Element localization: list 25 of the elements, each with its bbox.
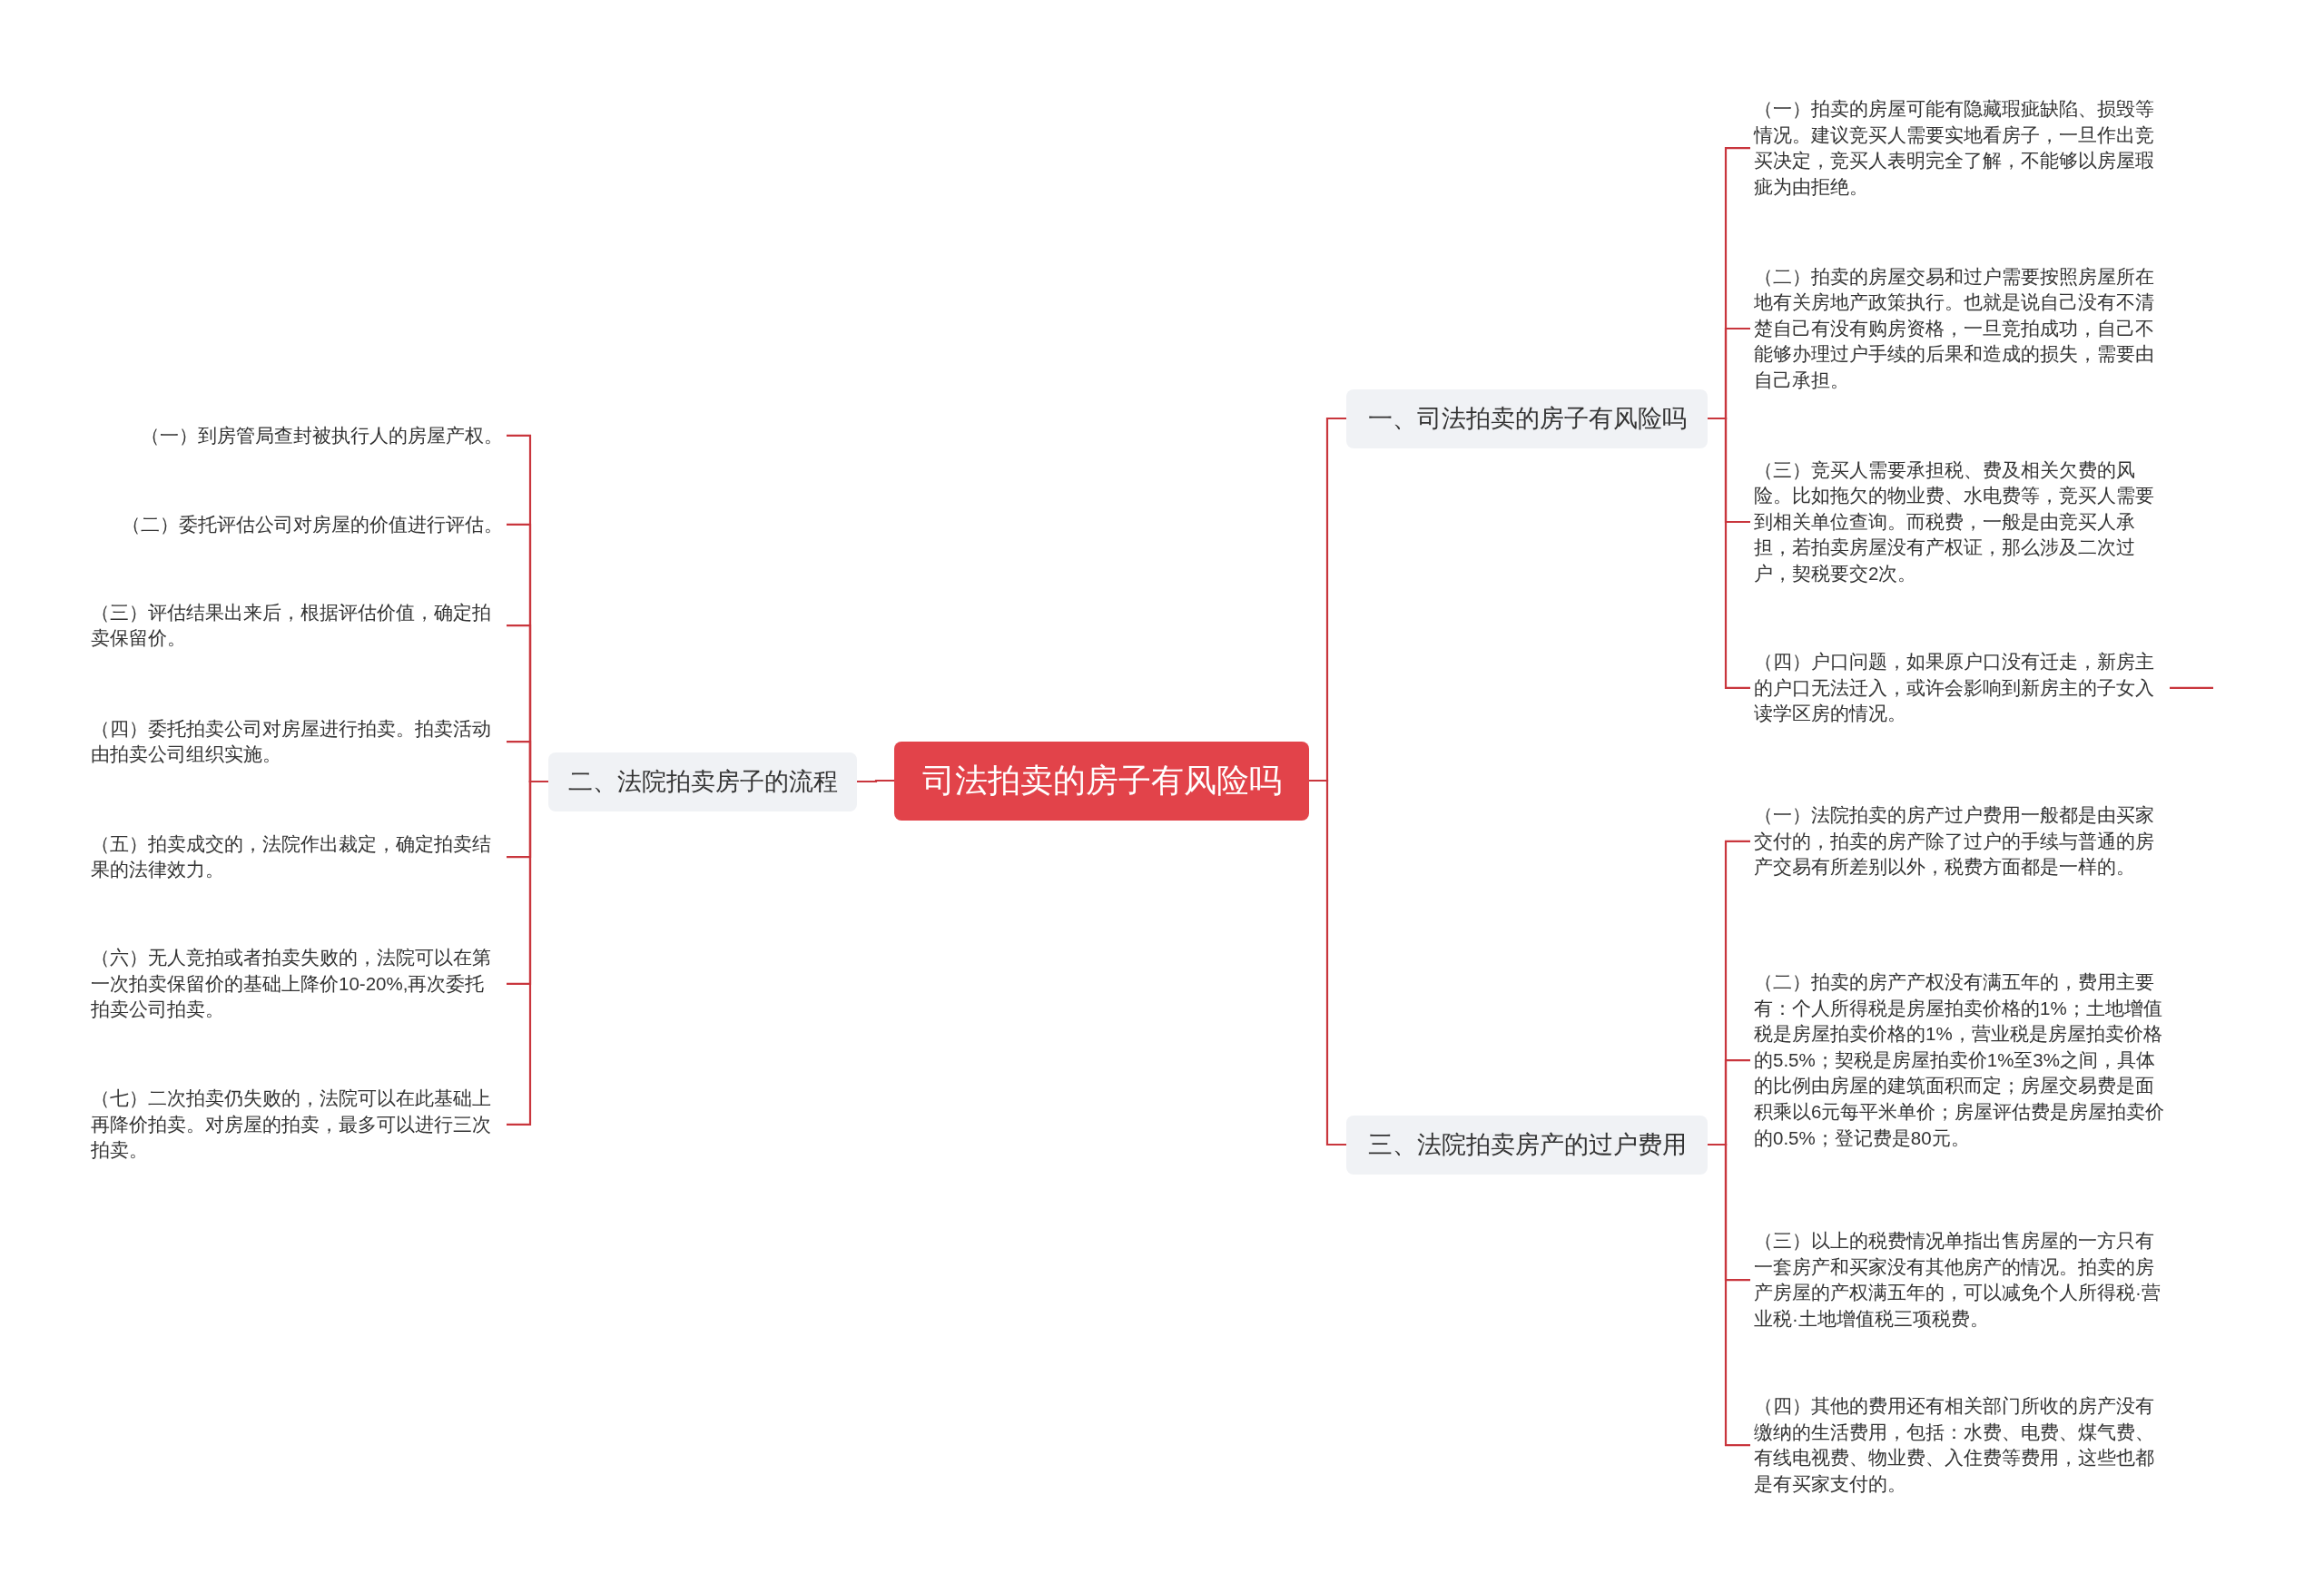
leaf-topic: （三）评估结果出来后，根据评估价值，确定拍卖保留价。 <box>87 599 507 652</box>
leaf-topic: （七）二次拍卖仍失败的，法院可以在此基础上再降价拍卖。对房屋的拍卖，最多可以进行三次拍卖。 <box>87 1086 507 1164</box>
leaf-topic: （四）委托拍卖公司对房屋进行拍卖。拍卖活动由拍卖公司组织实施。 <box>87 715 507 768</box>
leaf-topic: （一）法院拍卖的房产过户费用一般都是由买家交付的，拍卖的房产除了过户的手续与普通的房产交易有所差别以外，税费方面都是一样的。 <box>1750 802 2170 880</box>
branch-topic: 三、法院拍卖房产的过户费用 <box>1346 1115 1708 1175</box>
leaf-topic: （四）其他的费用还有相关部门所收的房产没有缴纳的生活费用，包括：水费、电费、煤气费、有线电视费、物业费、入住费等费用，这些也都是有买家支付的。 <box>1750 1393 2170 1498</box>
leaf-topic: （三）以上的税费情况单指出售房屋的一方只有一套房产和买家没有其他房产的情况。拍卖的房产房屋的产权满五年的，可以减免个人所得税·营业税·土地增值税三项税费。 <box>1750 1228 2170 1332</box>
branch-topic: 二、法院拍卖房子的流程 <box>548 752 857 811</box>
central-topic: 司法拍卖的房子有风险吗 <box>894 741 1309 821</box>
leaf-topic: （二）拍卖的房屋交易和过户需要按照房屋所在地有关房地产政策执行。也就是说自己没有不清楚自己有没有购房资格，一旦竞拍成功，自己不能够办理过户手续的后果和造成的损失，需要由自己承担。 <box>1750 263 2170 394</box>
leaf-topic: （一）拍卖的房屋可能有隐藏瑕疵缺陷、损毁等情况。建议竞买人需要实地看房子，一旦作出竞买决定，竞买人表明完全了解，不能够以房屋瑕疵为由拒绝。 <box>1750 96 2170 201</box>
connector-line <box>2170 686 2213 689</box>
connector-line <box>1708 417 1750 689</box>
leaf-topic: （二）委托评估公司对房屋的价值进行评估。 <box>87 511 507 538</box>
connector-line <box>507 780 548 1126</box>
leaf-topic: （五）拍卖成交的，法院作出裁定，确定拍卖结果的法律效力。 <box>87 831 507 883</box>
leaf-topic: （二）拍卖的房产产权没有满五年的，费用主要有：个人所得税是房屋拍卖价格的1%；土地增值税是房屋拍卖价格的1%，营业税是房屋拍卖价格的5.5%；契税是房屋拍卖价1%至3%之间，具体的比例由房屋的建筑面积而定；房屋交易费是面积乘以6元每平米单价；房屋评估费是房屋拍卖价的0.5%；登记费是80元。 <box>1750 969 2170 1152</box>
leaf-topic: （六）无人竞拍或者拍卖失败的，法院可以在第一次拍卖保留价的基础上降价10-20%,再次委托拍卖公司拍卖。 <box>87 945 507 1023</box>
branch-topic: 一、司法拍卖的房子有风险吗 <box>1346 388 1708 448</box>
connector-line <box>1309 779 1346 1146</box>
connector-line <box>1708 1143 1750 1447</box>
leaf-topic: （一）到房管局查封被执行人的房屋产权。 <box>87 422 507 449</box>
leaf-topic: （四）户口问题，如果原户口没有迁走，新房主的户口无法迁入，或许会影响到新房主的子女入读学区房的情况。 <box>1750 649 2170 727</box>
connector-line <box>857 779 894 783</box>
leaf-topic: （三）竞买人需要承担税、费及相关欠费的风险。比如拖欠的物业费、水电费等，竞买人需要到相关单位查询。而税费，一般是由竞买人承担，若拍卖房屋没有产权证，那么涉及二次过户，契税要交2次。 <box>1750 457 2170 587</box>
